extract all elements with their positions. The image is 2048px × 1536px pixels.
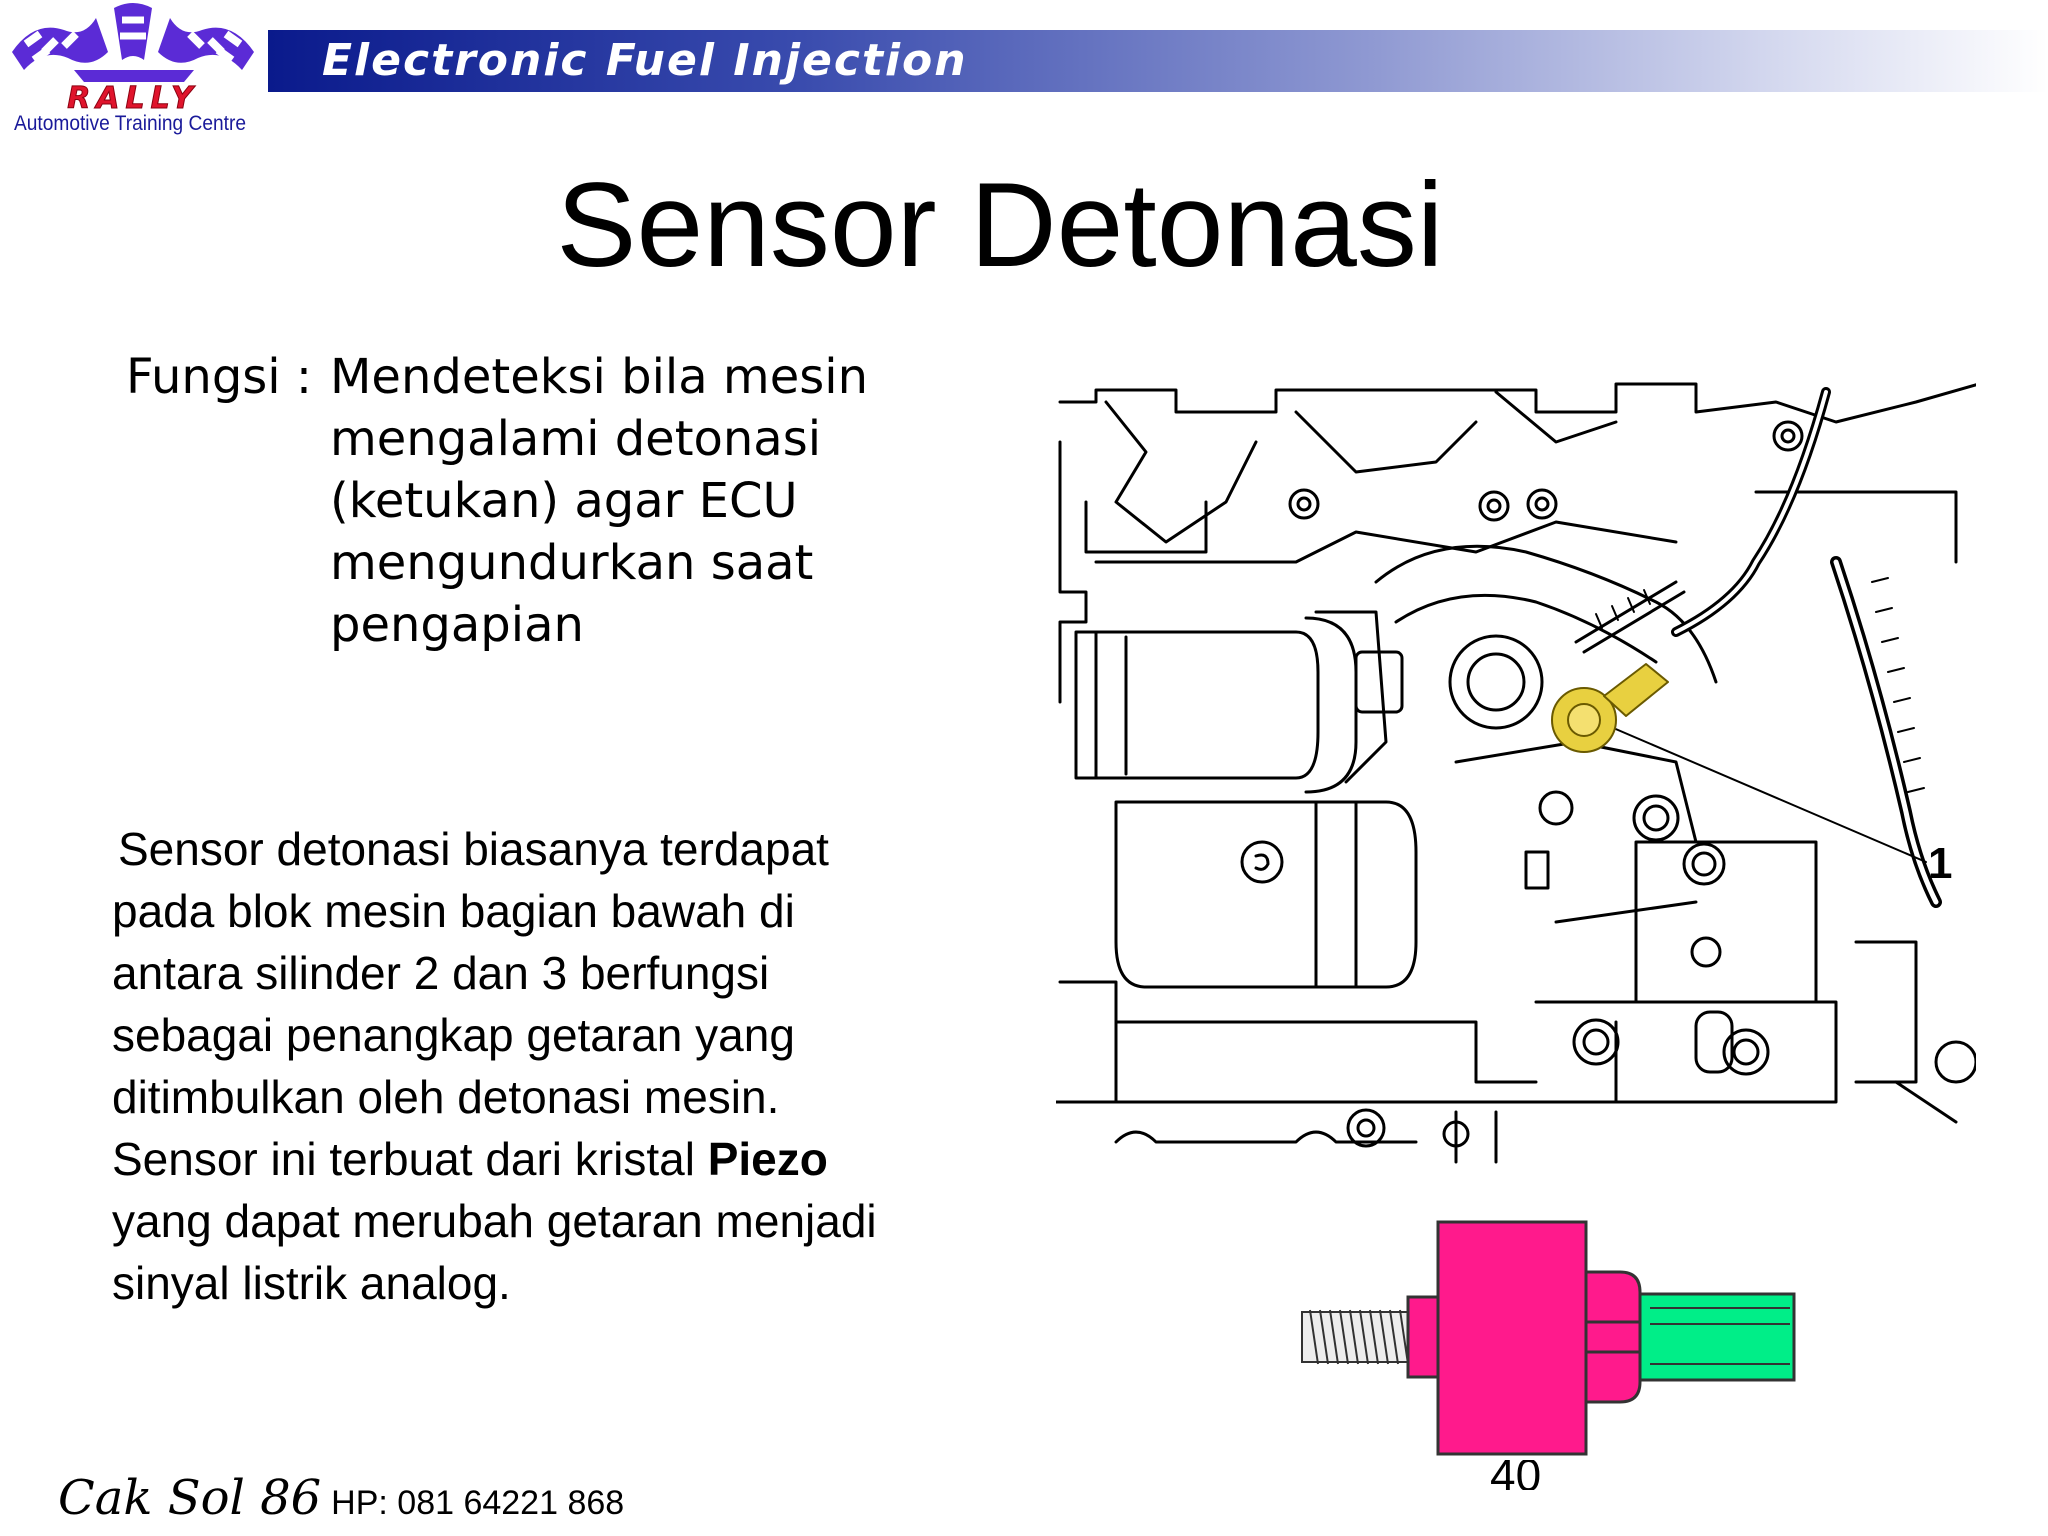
logo-rally-text: RALLY (67, 81, 199, 116)
footer-phone: HP: 081 64221 868 (331, 1484, 625, 1522)
header-banner: Electronic Fuel Injection (268, 30, 2048, 92)
page-number: 40 (1490, 1460, 1542, 1490)
rally-logo: RALLY Automotive Training Centre (12, 3, 254, 135)
fungsi-line: (ketukan) agar ECU (330, 473, 798, 529)
banner-title: Electronic Fuel Injection (322, 35, 968, 86)
fungsi-line: mengalami detonasi (330, 411, 822, 467)
checkered-flags-icon (12, 3, 254, 82)
slide-title: Sensor Detonasi (556, 158, 1444, 292)
knock-sensor-illustration (1301, 1220, 1796, 1456)
engine-block-diagram: 1 (1056, 382, 1976, 1164)
fungsi-text: Mendeteksi bila mesin mengalami detonasi… (330, 346, 990, 656)
fungsi-label: Fungsi : (126, 349, 313, 405)
fungsi-line: Mendeteksi bila mesin (330, 349, 868, 405)
description-line: pada blok mesin bagian bawah di (112, 885, 795, 937)
description-line: Sensor detonasi biasanya terdapat (118, 823, 829, 875)
description-line: yang dapat merubah getaran menjadi (112, 1195, 877, 1247)
description-line: antara silinder 2 dan 3 berfungsi (112, 947, 770, 999)
sensor-thread (1301, 1309, 1413, 1365)
footer-author: Cak Sol 86 (58, 1470, 322, 1526)
logo-subtitle: Automotive Training Centre (14, 112, 246, 135)
engine-callout-number: 1 (1928, 839, 1952, 888)
sensor-body-magenta (1406, 1220, 1642, 1456)
fungsi-line: pengapian (330, 597, 584, 653)
sensor-connector-green (1638, 1292, 1796, 1382)
fungsi-line: mengundurkan saat (330, 535, 814, 591)
description-line: sebagai penangkap getaran yang (112, 1009, 795, 1061)
description-line-with-bold: Sensor ini terbuat dari kristal Piezo (112, 1128, 992, 1190)
piezo-bold-text: Piezo (707, 1133, 828, 1185)
description-paragraph: Sensor detonasi biasanya terdapat pada b… (112, 818, 992, 1314)
description-line: Sensor ini terbuat dari kristal (112, 1133, 695, 1185)
knock-sensor-highlight (1551, 663, 1669, 753)
description-line: ditimbulkan oleh detonasi mesin. (112, 1071, 780, 1123)
description-line: sinyal listrik analog. (112, 1257, 511, 1309)
